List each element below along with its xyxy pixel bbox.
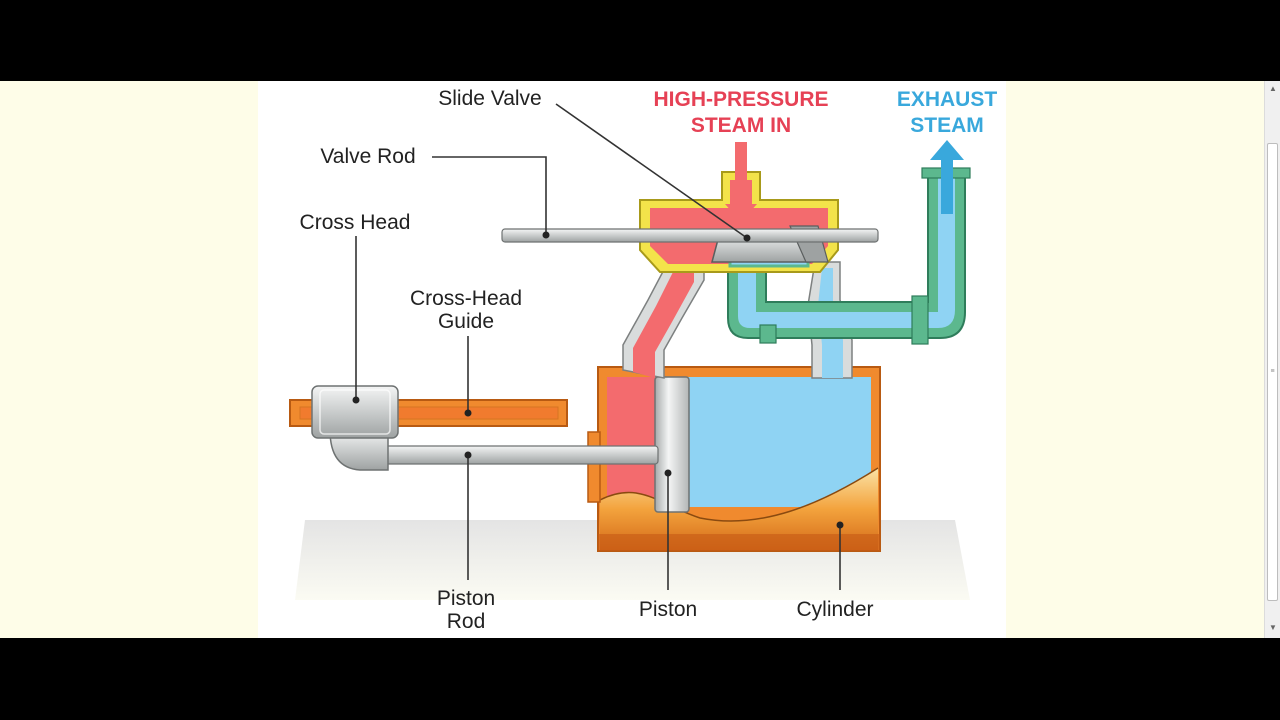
scroll-down-arrow-icon[interactable]: ▼ bbox=[1269, 623, 1277, 632]
vertical-scrollbar[interactable]: ▲ ≡ ▼ bbox=[1264, 81, 1280, 638]
video-letterbox-bottom bbox=[0, 638, 1280, 720]
label-high-pressure-line1: HIGH-PRESSURE bbox=[653, 88, 828, 111]
valve-rod-bar bbox=[501, 228, 879, 243]
piston-body bbox=[654, 376, 690, 513]
label-cylinder: Cylinder bbox=[796, 598, 873, 621]
label-cross-head: Cross Head bbox=[300, 211, 411, 234]
scroll-up-arrow-icon[interactable]: ▲ bbox=[1269, 84, 1277, 93]
label-cross-head-guide-line2: Guide bbox=[438, 310, 494, 333]
label-cross-head-guide-line1: Cross-Head bbox=[410, 287, 522, 310]
label-exhaust-line2: STEAM bbox=[910, 114, 984, 137]
label-high-pressure-line2: STEAM IN bbox=[691, 114, 791, 137]
label-valve-rod: Valve Rod bbox=[320, 145, 415, 168]
grip-icon: ≡ bbox=[1270, 368, 1275, 375]
arrow-up-icon bbox=[930, 140, 964, 214]
video-letterbox-top bbox=[0, 0, 1280, 81]
steam-engine-diagram: Slide Valve Valve Rod Cross Head Cross-H… bbox=[258, 81, 1006, 638]
page-content: Slide Valve Valve Rod Cross Head Cross-H… bbox=[0, 81, 1264, 638]
piston-rod-bar bbox=[381, 445, 659, 465]
label-slide-valve: Slide Valve bbox=[438, 87, 542, 110]
label-piston: Piston bbox=[639, 598, 697, 621]
cross-head-body bbox=[311, 385, 399, 471]
label-exhaust-line1: EXHAUST bbox=[897, 88, 998, 111]
label-piston-rod-line1: Piston bbox=[437, 587, 495, 610]
scroll-thumb[interactable]: ≡ bbox=[1267, 143, 1278, 601]
leader-lines bbox=[352, 103, 844, 590]
arrow-down-icon bbox=[725, 142, 757, 222]
label-piston-rod-line2: Rod bbox=[447, 610, 486, 633]
